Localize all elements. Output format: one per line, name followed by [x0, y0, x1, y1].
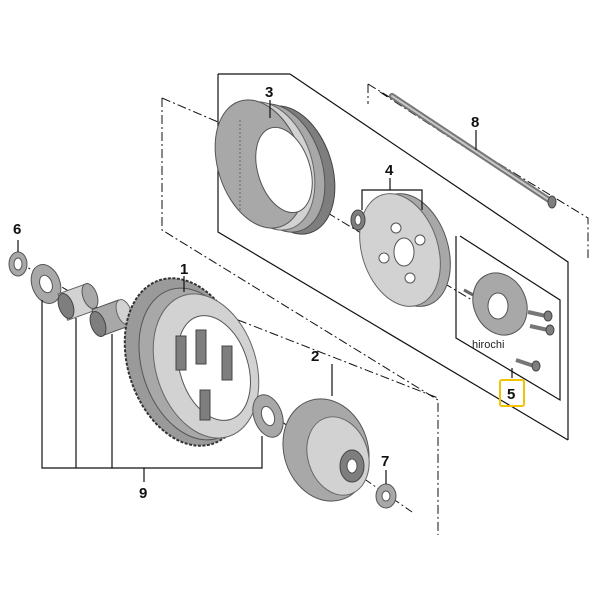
thrust-washer-right — [252, 394, 284, 438]
part-2-clutch-hub — [282, 398, 370, 502]
part-4-pressure-plate — [350, 193, 451, 307]
callout-7: 7 — [381, 453, 389, 470]
part-8-push-rod — [389, 93, 557, 209]
part-5-spring-plate-kit — [463, 272, 555, 372]
bushing — [57, 283, 99, 321]
thrust-washer-left — [30, 264, 62, 304]
leader-lines — [17, 100, 513, 484]
part-3-clutch-disc-pack — [214, 99, 336, 235]
needle-bearing — [89, 299, 133, 337]
part-7-hub-nut — [375, 483, 397, 509]
callout-6: 6 — [13, 221, 21, 238]
watermark-text: hirochi — [472, 339, 504, 351]
callout-2: 2 — [311, 348, 319, 365]
part-1-clutch-basket — [123, 277, 260, 447]
callout-3: 3 — [265, 84, 273, 101]
callout-5: 5 — [507, 386, 515, 403]
group-frame-5 — [455, 235, 561, 402]
callout-5-highlight-box — [499, 379, 525, 407]
callout-8: 8 — [471, 114, 479, 131]
callout-9: 9 — [139, 485, 147, 502]
callout-4: 4 — [385, 162, 394, 179]
callout-1: 1 — [180, 261, 188, 278]
part-6-nut — [8, 251, 28, 277]
